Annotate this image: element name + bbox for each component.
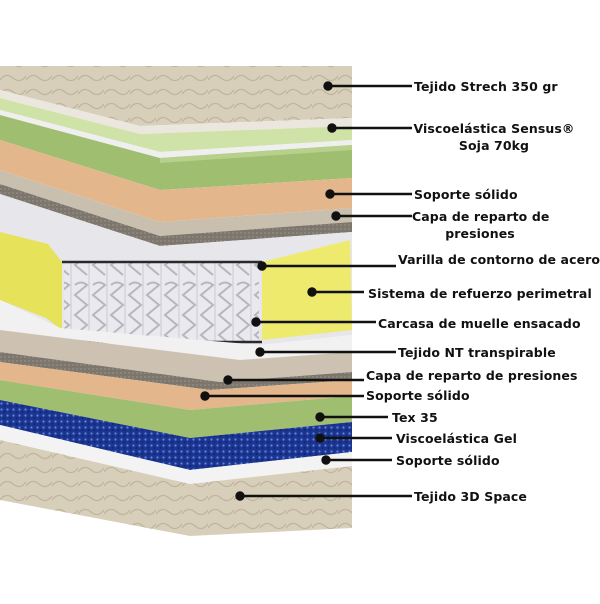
label-tejido-strech: Tejido Strech 350 gr xyxy=(414,78,558,95)
label-sistema-refuerzo: Sistema de refuerzo perimetral xyxy=(368,285,592,302)
label-soporte-solido-3: Soporte sólido xyxy=(396,452,500,469)
label-capa-reparto-2: Capa de reparto de presiones xyxy=(366,367,578,384)
label-capa-reparto-1-line2: presiones xyxy=(412,225,548,242)
label-capa-reparto-1: Capa de reparto de presiones xyxy=(412,208,548,242)
label-viscoelastica-sensus-line1: Viscoelástica Sensus® xyxy=(412,120,576,137)
label-soporte-solido-2: Soporte sólido xyxy=(366,387,470,404)
label-viscoelastica-sensus-line2: Soja 70kg xyxy=(412,137,576,154)
label-tejido-3d-space: Tejido 3D Space xyxy=(414,488,527,505)
label-varilla-contorno: Varilla de contorno de acero xyxy=(398,251,600,268)
label-tejido-nt: Tejido NT transpirable xyxy=(398,344,556,361)
label-carcasa-muelle: Carcasa de muelle ensacado xyxy=(378,315,581,332)
label-viscoelastica-gel: Viscoelástica Gel xyxy=(396,430,517,447)
label-viscoelastica-sensus: Viscoelástica Sensus® Soja 70kg xyxy=(412,120,576,154)
label-capa-reparto-1-line1: Capa de reparto de xyxy=(412,208,548,225)
label-soporte-solido-1: Soporte sólido xyxy=(414,186,518,203)
label-tex-35: Tex 35 xyxy=(392,409,438,426)
